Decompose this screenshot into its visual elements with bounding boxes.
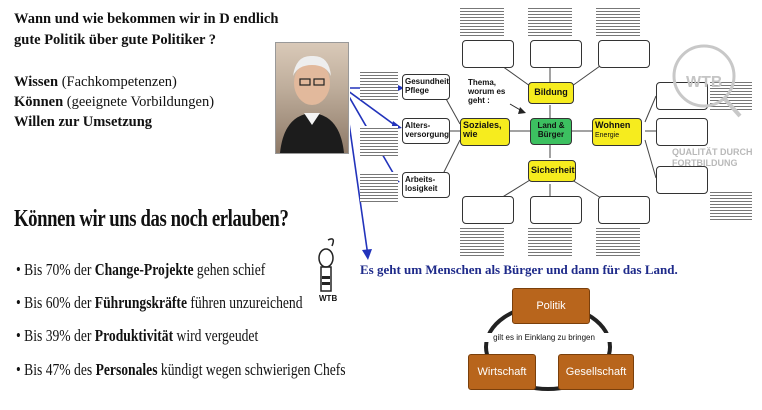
bullet-4: • Bis 47% des Personales kündigt wegen s… bbox=[16, 360, 346, 379]
node-wohnen-label: Wohnen bbox=[595, 120, 631, 130]
watermark-line-1: QUALITÄT DURCH bbox=[672, 147, 753, 157]
node-center: Land & Bürger bbox=[530, 118, 572, 145]
note-lines bbox=[710, 190, 752, 220]
criterion-willen: Willen zur Umsetzung bbox=[14, 114, 153, 130]
thema-label: Thema, worum es geht : bbox=[468, 78, 506, 105]
wtb-logo-watermark: WTB bbox=[664, 36, 744, 131]
watermark-line-2: FORTBILDUNG bbox=[672, 158, 738, 168]
mascot-label: WTB bbox=[319, 294, 338, 303]
empty-node bbox=[530, 40, 582, 68]
title-line-2: gute Politik über gute Politiker ? bbox=[14, 32, 217, 48]
node-soziales: Soziales, wie bbox=[460, 118, 510, 146]
criterion-koennen: Können (geeignete Vorbildungen) bbox=[14, 94, 215, 110]
bullet-3: • Bis 39% der Produktivität wird vergeud… bbox=[16, 326, 259, 345]
note-lines bbox=[460, 226, 504, 256]
empty-node bbox=[656, 118, 708, 146]
title-line-1: Wann und wie bekommen wir in D endlich bbox=[14, 11, 279, 27]
cycle-wirtschaft: Wirtschaft bbox=[468, 354, 536, 390]
empty-node bbox=[462, 196, 514, 224]
note-lines bbox=[360, 172, 398, 202]
cycle-politik: Politik bbox=[512, 288, 590, 324]
node-gesundheit: Gesundheit Pflege bbox=[402, 74, 450, 100]
watermark-wtb: WTB bbox=[686, 74, 723, 91]
empty-node bbox=[598, 196, 650, 224]
empty-node bbox=[656, 166, 708, 194]
bullet-1: • Bis 70% der Change-Projekte gehen schi… bbox=[16, 260, 266, 279]
node-wohnen: Wohnen Energie bbox=[592, 118, 642, 146]
node-sicherheit: Sicherheit bbox=[528, 160, 576, 182]
note-lines bbox=[596, 6, 640, 36]
empty-node bbox=[462, 40, 514, 68]
cycle-gesellschaft: Gesellschaft bbox=[558, 354, 634, 390]
note-lines bbox=[528, 226, 572, 256]
node-bildung: Bildung bbox=[528, 82, 574, 104]
headline: Können wir uns das noch erlauben? bbox=[14, 206, 289, 232]
node-alters: Alters- versorgung bbox=[402, 118, 450, 144]
empty-node bbox=[530, 196, 582, 224]
footer-statement: Es geht um Menschen als Bürger und dann … bbox=[360, 262, 678, 277]
note-lines bbox=[596, 226, 640, 256]
note-lines bbox=[528, 6, 572, 36]
note-lines bbox=[460, 6, 504, 36]
bullet-2: • Bis 60% der Führungskräfte führen unzu… bbox=[16, 293, 303, 312]
empty-node bbox=[598, 40, 650, 68]
node-wohnen-sub: Energie bbox=[595, 132, 620, 139]
node-arbeits: Arbeits- losigkeit bbox=[402, 172, 450, 198]
cycle-center-text: gilt es in Einklang zu bringen bbox=[474, 333, 614, 342]
note-lines bbox=[360, 126, 398, 156]
note-lines bbox=[360, 70, 398, 100]
criterion-wissen: Wissen (Fachkompetenzen) bbox=[14, 74, 177, 90]
mascot-icon: WTB bbox=[312, 236, 340, 313]
portrait-photo bbox=[275, 42, 349, 154]
